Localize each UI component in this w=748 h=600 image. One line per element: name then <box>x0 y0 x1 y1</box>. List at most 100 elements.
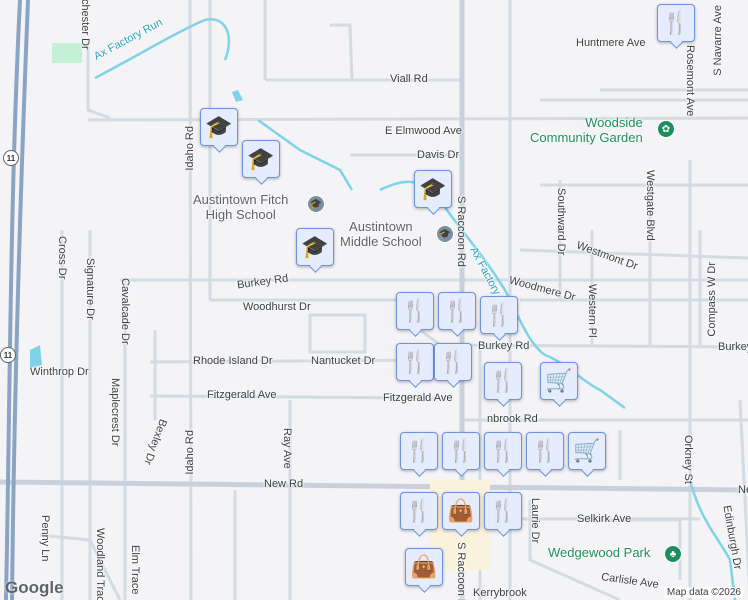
road-label: New Rd <box>264 478 304 490</box>
road-label: Penny Ln <box>39 515 51 562</box>
restaurant-icon: 🍴 <box>447 438 475 463</box>
highway-shield: 11 <box>0 347 16 363</box>
grocery-icon: 🛒 <box>573 438 601 463</box>
road-label: Fitzgerald Ave <box>207 389 277 401</box>
restaurant-icon: 🍴 <box>662 10 690 35</box>
road-label: Winthrop Dr <box>30 366 89 378</box>
road-label: Cavalcade Dr <box>119 278 131 345</box>
road-label: Viall Rd <box>390 73 428 85</box>
poi-name: Austintown <box>349 219 413 234</box>
school-poi-icon[interactable]: 🎓 <box>307 195 325 213</box>
road-label: Ray Ave <box>281 428 293 469</box>
restaurant-marker[interactable]: 🍴 <box>434 343 472 388</box>
restaurant-icon: 🍴 <box>531 438 559 463</box>
grocery-marker[interactable]: 🛒 <box>568 432 606 477</box>
shopping-marker[interactable]: 👜 <box>405 548 443 593</box>
restaurant-marker[interactable]: 🍴 <box>400 432 438 477</box>
road-label: Westgate Blvd <box>644 170 656 241</box>
road-label: Southward Dr <box>555 188 567 256</box>
road-label: Burkey Rd <box>718 341 748 353</box>
road-label: S Raccoon Rd <box>455 196 467 267</box>
road-label: Orkney St <box>682 435 694 484</box>
road-label: Fitzgerald Ave <box>383 392 453 404</box>
restaurant-icon: 🍴 <box>401 298 429 323</box>
restaurant-marker[interactable]: 🍴 <box>442 432 480 477</box>
restaurant-marker[interactable]: 🍴 <box>400 492 438 537</box>
school-icon: 🎓 <box>301 234 329 259</box>
shopping-icon: 👜 <box>447 498 475 523</box>
road-label: Laurie Dr <box>529 498 541 544</box>
poi-name: Austintown Fitch <box>193 192 289 207</box>
road-label: Elm Trace <box>129 545 141 595</box>
road-label: Rhode Island Dr <box>193 355 273 367</box>
school-marker[interactable]: 🎓 <box>200 108 238 153</box>
grocery-marker[interactable]: 🛒 <box>540 362 578 407</box>
school-poi-icon[interactable]: 🎓 <box>436 225 454 243</box>
road-label: Kerrybrook <box>473 587 527 599</box>
restaurant-marker[interactable]: 🍴 <box>657 4 695 49</box>
restaurant-marker[interactable]: 🍴 <box>396 292 434 337</box>
restaurant-marker[interactable]: 🍴 <box>526 432 564 477</box>
poi-label-wedgewood-park[interactable]: Wedgewood Park <box>548 545 651 560</box>
road-label: S Raccoon Rd <box>455 542 467 600</box>
road-label: Woodhurst Dr <box>243 301 311 313</box>
road-label: Selkirk Ave <box>577 513 632 525</box>
park-poi-icon[interactable]: ✿ <box>657 120 675 138</box>
road-label: Idaho Rd <box>184 126 196 171</box>
school-marker[interactable]: 🎓 <box>296 228 334 273</box>
map-attribution[interactable]: Map data ©2026 <box>663 587 744 598</box>
road-label: Huntmere Ave <box>576 37 646 49</box>
road-label: Cross Dr <box>56 236 68 280</box>
poi-name: Community Garden <box>530 130 643 145</box>
road-label: Signature Dr <box>84 258 96 320</box>
road-label: Nantucket Dr <box>311 355 376 367</box>
road-label: Western Pl <box>586 284 598 338</box>
restaurant-icon: 🍴 <box>489 498 517 523</box>
road-label: Compass W Dr <box>706 262 718 337</box>
road-label: Davis Dr <box>417 149 460 161</box>
poi-name: Woodside <box>585 115 643 130</box>
restaurant-icon: 🍴 <box>401 349 429 374</box>
road-label: New Rd <box>738 484 748 496</box>
restaurant-marker[interactable]: 🍴 <box>396 343 434 388</box>
road-label: E Elmwood Ave <box>385 125 462 137</box>
restaurant-icon: 🍴 <box>485 302 513 327</box>
school-icon: 🎓 <box>205 114 233 139</box>
road-label: Woodland Trace <box>94 528 106 600</box>
restaurant-icon: 🍴 <box>489 368 517 393</box>
road-label: nbrook Rd <box>487 413 538 425</box>
school-icon: 🎓 <box>419 176 447 201</box>
restaurant-icon: 🍴 <box>443 298 471 323</box>
restaurant-icon: 🍴 <box>405 438 433 463</box>
google-logo: Google <box>5 578 64 597</box>
road-label: Rosemont Ave <box>684 45 696 117</box>
restaurant-icon: 🍴 <box>405 498 433 523</box>
restaurant-icon: 🍴 <box>489 438 517 463</box>
school-icon: 🎓 <box>247 146 275 171</box>
grocery-icon: 🛒 <box>545 368 573 393</box>
park-poi-icon[interactable]: ♣ <box>664 545 682 563</box>
restaurant-marker[interactable]: 🍴 <box>438 292 476 337</box>
restaurant-marker[interactable]: 🍴 <box>484 432 522 477</box>
road-label: S Navarre Ave <box>712 5 724 76</box>
highway-shield: 11 <box>3 150 19 166</box>
road-label: Burkey Rd <box>478 340 530 352</box>
restaurant-marker[interactable]: 🍴 <box>484 492 522 537</box>
road-label: Maplecrest Dr <box>109 378 121 447</box>
restaurant-icon: 🍴 <box>439 349 467 374</box>
restaurant-marker[interactable]: 🍴 <box>484 362 522 407</box>
school-marker[interactable]: 🎓 <box>242 140 280 185</box>
shopping-marker[interactable]: 👜 <box>442 492 480 537</box>
restaurant-marker[interactable]: 🍴 <box>480 296 518 341</box>
poi-name: Middle School <box>340 234 422 249</box>
school-marker[interactable]: 🎓 <box>414 170 452 215</box>
shopping-icon: 👜 <box>410 554 438 579</box>
poi-name: High School <box>205 207 276 222</box>
road-label: Idaho Rd <box>184 430 196 475</box>
road-label: Winchester Dr <box>79 0 91 50</box>
